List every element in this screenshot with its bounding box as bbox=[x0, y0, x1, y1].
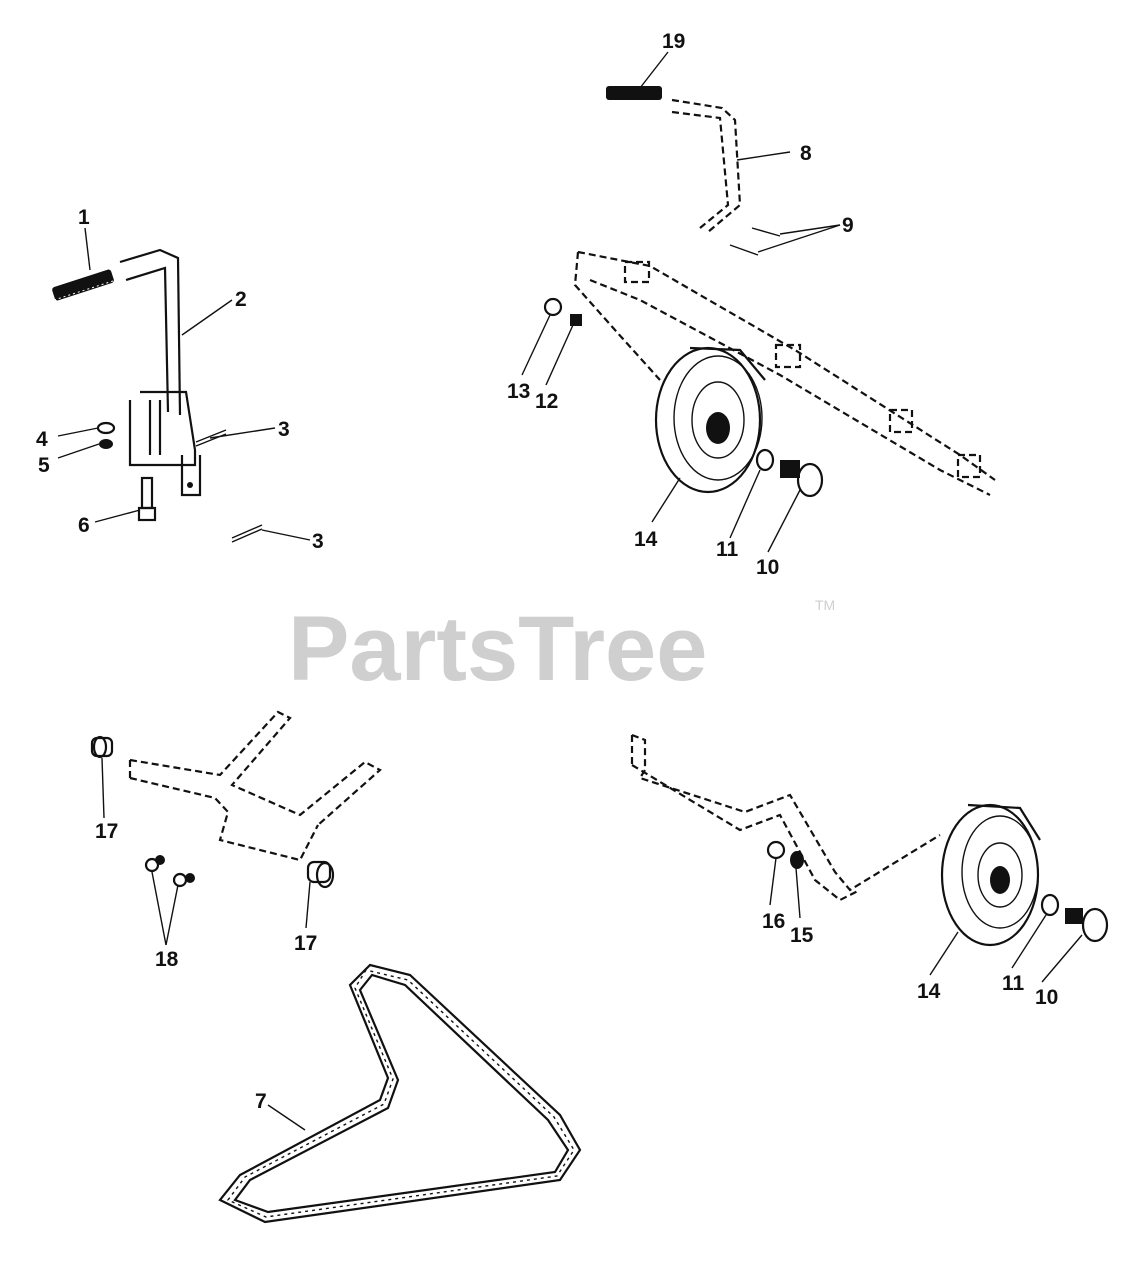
part-3-pin-lower bbox=[231, 524, 263, 543]
part-11-10-washer-bolt-upper bbox=[755, 448, 824, 498]
callout-12: 12 bbox=[535, 390, 558, 413]
callout-10-upper: 10 bbox=[756, 556, 779, 579]
callout-6: 6 bbox=[78, 514, 90, 537]
watermark-text: PartsTree bbox=[288, 598, 707, 700]
callout-17-lower: 17 bbox=[294, 932, 317, 955]
part-2-control-rod bbox=[119, 248, 202, 497]
callout-15: 15 bbox=[790, 924, 814, 947]
part-8-rod bbox=[671, 98, 742, 233]
part-9-pins bbox=[729, 227, 781, 256]
callout-5: 5 bbox=[38, 454, 50, 477]
callouts: 1 2 3 3 4 5 6 7 8 9 10 10 11 11 12 13 14… bbox=[36, 30, 1058, 1113]
lower-right-idler-arm bbox=[630, 733, 941, 902]
callout-4: 4 bbox=[36, 428, 48, 451]
watermark-trademark: TM bbox=[815, 597, 835, 613]
callout-11-lower: 11 bbox=[1002, 972, 1025, 995]
callout-13: 13 bbox=[507, 380, 530, 403]
part-15-16-nut-washer bbox=[766, 840, 804, 869]
callout-11-upper: 11 bbox=[716, 538, 739, 561]
callout-2: 2 bbox=[235, 288, 247, 311]
part-14-pulley-upper bbox=[654, 346, 766, 494]
callout-19: 19 bbox=[662, 30, 685, 53]
callout-8: 8 bbox=[800, 142, 812, 165]
part-19-spring bbox=[606, 86, 662, 100]
callout-17-upper: 17 bbox=[95, 820, 118, 843]
callout-18: 18 bbox=[155, 948, 179, 971]
callout-10-lower: 10 bbox=[1035, 986, 1058, 1009]
part-6-bolt bbox=[137, 476, 157, 522]
leader-lines bbox=[57, 51, 1083, 1131]
callout-1: 1 bbox=[78, 206, 90, 229]
part-1-spring bbox=[52, 269, 117, 301]
callout-14-upper: 14 bbox=[634, 528, 658, 551]
part-17-pin-lower bbox=[306, 860, 335, 889]
upper-idler-bracket bbox=[573, 250, 996, 496]
callout-16: 16 bbox=[762, 910, 785, 933]
callout-14-lower: 14 bbox=[917, 980, 941, 1003]
callout-3-lower: 3 bbox=[312, 530, 324, 553]
part-7-v-belt bbox=[218, 963, 582, 1224]
part-17-pin-upper bbox=[90, 735, 114, 759]
lower-left-bracket bbox=[128, 710, 382, 862]
part-12-13-nut-washer bbox=[543, 297, 582, 326]
part-18-hardware bbox=[144, 855, 195, 888]
callout-7: 7 bbox=[255, 1090, 267, 1113]
part-4-5-washers bbox=[96, 421, 116, 449]
callout-3-upper: 3 bbox=[278, 418, 290, 441]
part-11-10-washer-bolt-lower bbox=[1040, 893, 1109, 943]
callout-9: 9 bbox=[842, 214, 854, 237]
part-14-pulley-lower bbox=[940, 803, 1041, 947]
